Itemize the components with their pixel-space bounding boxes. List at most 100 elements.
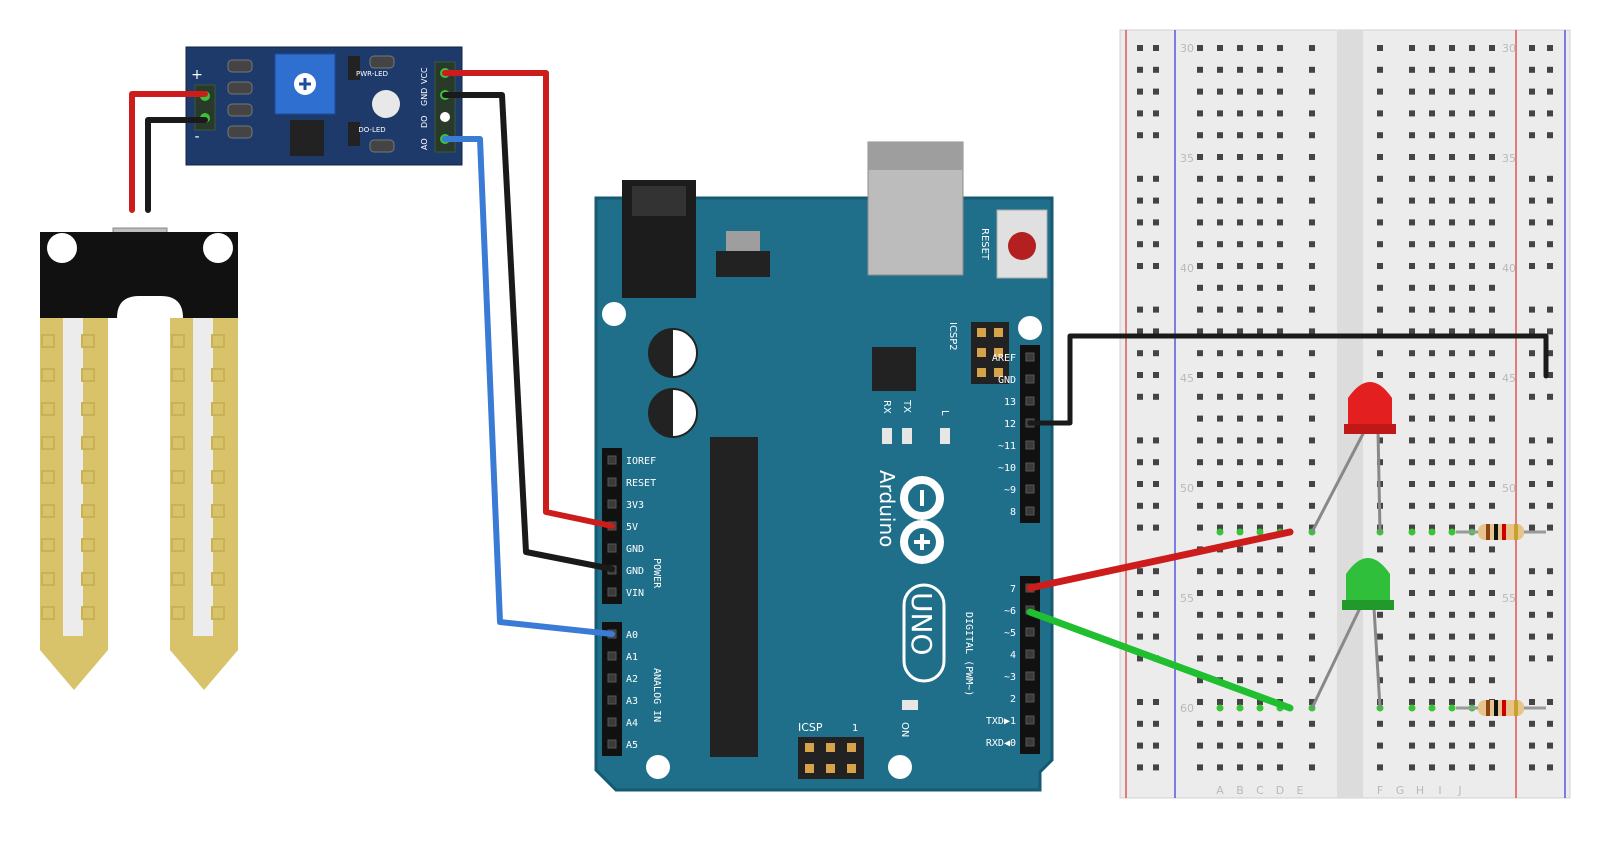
breadboard-hole — [1469, 219, 1475, 226]
comparator-chip — [290, 120, 324, 156]
breadboard-hole — [1237, 328, 1243, 335]
breadboard-rail-hole — [1529, 720, 1535, 727]
breadboard-row-number: 30 — [1180, 42, 1194, 55]
breadboard-rail-hole — [1137, 110, 1143, 117]
arduino-uno-board: RESET ICSP2 ICSP 1 — [594, 141, 1054, 792]
breadboard-column-letter: H — [1416, 784, 1424, 797]
breadboard-rail-hole — [1547, 393, 1553, 400]
header-pin — [607, 587, 617, 597]
usb-controller-chip — [872, 347, 916, 391]
breadboard-rail-hole — [1547, 88, 1553, 95]
breadboard-hole — [1277, 132, 1283, 139]
breadboard-hole — [1237, 284, 1243, 291]
potentiometer-slot — [299, 78, 311, 90]
breadboard-hole — [1257, 764, 1263, 771]
breadboard-hole — [1309, 481, 1315, 487]
header-pin-label: RXD◀0 — [986, 738, 1016, 749]
breadboard-hole — [1309, 590, 1315, 596]
breadboard-hole — [1429, 415, 1435, 422]
breadboard-hole — [1237, 306, 1243, 313]
breadboard-rail-hole — [1137, 590, 1143, 596]
breadboard-hole — [1489, 611, 1495, 618]
breadboard-hole — [1257, 611, 1263, 618]
uno-badge — [902, 583, 946, 683]
breadboard-hole — [1489, 720, 1495, 727]
red-led-rim — [1344, 424, 1396, 434]
breadboard-rail-hole — [1529, 306, 1535, 313]
probe-pad — [211, 436, 225, 450]
breadboard-rail-hole — [1547, 175, 1553, 182]
header-pin-label: A2 — [626, 674, 638, 685]
wire-pin7-to-red-led — [1026, 528, 1294, 592]
breadboard-hole — [1489, 328, 1495, 335]
breadboard-column-letter: G — [1396, 784, 1405, 797]
breadboard-hole-active — [1236, 528, 1244, 536]
probe-pad — [211, 402, 225, 416]
header-pin — [607, 455, 617, 465]
breadboard-hole — [1197, 110, 1203, 117]
breadboard-rail-hole — [1153, 219, 1159, 226]
breadboard-rail-hole — [1529, 350, 1535, 357]
breadboard-hole — [1309, 45, 1315, 51]
breadboard-hole — [1489, 568, 1495, 575]
breadboard-hole — [1309, 110, 1315, 117]
breadboard-hole — [1449, 524, 1455, 531]
breadboard-hole — [1377, 742, 1383, 749]
breadboard-hole-active — [1448, 528, 1456, 536]
breadboard-hole — [1489, 132, 1495, 139]
icsp-header — [798, 737, 864, 779]
breadboard-hole — [1449, 66, 1455, 73]
rx-led — [882, 428, 892, 444]
breadboard-hole — [1237, 241, 1243, 248]
breadboard-hole — [1429, 350, 1435, 357]
breadboard-rail-hole — [1137, 699, 1143, 705]
module-plus-label: + — [191, 67, 203, 83]
header-pin-label: ~9 — [1004, 485, 1016, 496]
breadboard-hole — [1409, 132, 1415, 139]
breadboard-hole — [1257, 154, 1263, 160]
breadboard-hole — [1429, 655, 1435, 662]
breadboard-hole — [1377, 110, 1383, 117]
breadboard-hole — [1449, 677, 1455, 684]
wire-vcc-to-5v-red — [442, 70, 615, 529]
breadboard-hole — [1217, 175, 1223, 182]
breadboard-hole — [1469, 633, 1475, 640]
breadboard-hole — [1409, 590, 1415, 596]
red-led — [1348, 382, 1392, 432]
breadboard-rail-hole — [1153, 306, 1159, 313]
breadboard-hole — [1309, 154, 1315, 160]
breadboard-rail-hole — [1153, 45, 1159, 51]
breadboard-hole — [1429, 263, 1435, 269]
breadboard-rail-hole — [1137, 66, 1143, 73]
header-pin — [1025, 396, 1035, 406]
breadboard-hole — [1237, 197, 1243, 204]
breadboard-hole — [1489, 154, 1495, 160]
probe-pad — [211, 470, 225, 484]
breadboard-hole-active — [1216, 704, 1224, 712]
breadboard-hole — [1377, 45, 1383, 51]
header-strip — [602, 622, 622, 756]
breadboard-hole — [1309, 742, 1315, 749]
breadboard-rail-hole — [1153, 393, 1159, 400]
probe-pads — [41, 334, 225, 620]
breadboard-rail-hole — [1153, 633, 1159, 640]
breadboard-hole — [1277, 524, 1283, 531]
breadboard-hole-active — [1428, 704, 1436, 712]
breadboard-rail-hole — [1529, 132, 1535, 139]
breadboard-hole — [1197, 88, 1203, 95]
breadboard-hole — [1277, 328, 1283, 335]
header-pin-label: A1 — [626, 652, 638, 663]
probe-pad — [81, 470, 95, 484]
breadboard-hole — [1217, 568, 1223, 575]
header-pin — [607, 477, 617, 487]
breadboard-hole-active — [1428, 528, 1436, 536]
header-pin-label: 12 — [1004, 419, 1016, 430]
breadboard-hole — [1197, 306, 1203, 313]
capacitors — [648, 328, 698, 438]
breadboard-hole — [1257, 45, 1263, 51]
breadboard-rail-hole — [1547, 197, 1553, 204]
breadboard-rail-hole — [1529, 372, 1535, 378]
breadboard-rail-hole — [1547, 590, 1553, 596]
breadboard-hole — [1217, 590, 1223, 596]
